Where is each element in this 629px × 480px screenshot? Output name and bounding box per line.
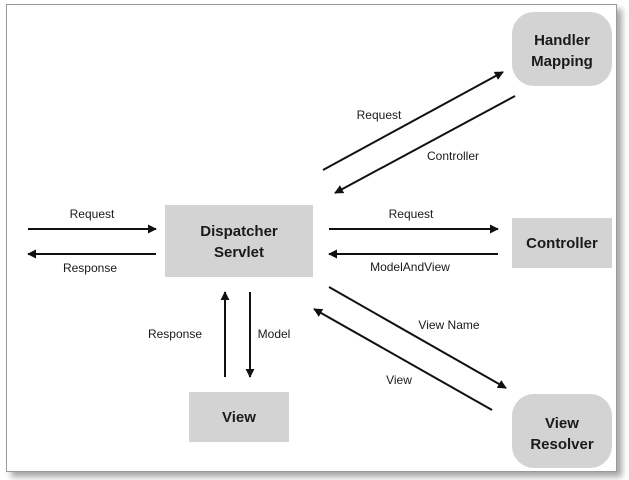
view-response-label: Response — [148, 327, 202, 341]
client-response-label: Response — [63, 261, 117, 275]
view-label: View — [222, 409, 256, 426]
resolver-viewname-label: View Name — [418, 318, 479, 332]
view-resolver-label-line1: View — [545, 415, 579, 432]
dispatcher-servlet-node: Dispatcher Servlet — [165, 205, 313, 277]
handler-mapping-label-line1: Handler — [534, 32, 590, 49]
resolver-view-arrow — [313, 308, 493, 411]
view-node: View — [189, 392, 289, 442]
controller-label: Controller — [526, 235, 598, 252]
handler-request-label: Request — [357, 108, 402, 122]
view-box — [189, 392, 289, 442]
view-resolver-node: View Resolver — [512, 394, 612, 468]
resolver-viewname-arrow — [328, 286, 507, 389]
controller-modelandview-label: ModelAndView — [370, 260, 450, 274]
view-model-label: Model — [258, 327, 291, 341]
dispatcher-servlet-box — [165, 205, 313, 277]
controller-node: Controller — [512, 218, 612, 268]
handler-controller-arrow — [334, 95, 516, 194]
controller-request-label: Request — [389, 207, 434, 221]
view-resolver-label-line2: Resolver — [530, 436, 594, 453]
handler-controller-label: Controller — [427, 149, 479, 163]
view-resolver-box — [512, 394, 612, 468]
client-request-label: Request — [70, 207, 115, 221]
handler-mapping-box — [512, 12, 612, 86]
handler-request-arrow — [322, 71, 504, 171]
dispatcher-servlet-label-line2: Servlet — [214, 244, 264, 261]
dispatcher-servlet-label-line1: Dispatcher — [200, 223, 278, 240]
handler-mapping-label-line2: Mapping — [531, 53, 593, 70]
controller-box — [512, 218, 612, 268]
handler-mapping-node: Handler Mapping — [512, 12, 612, 86]
resolver-view-label: View — [386, 373, 412, 387]
